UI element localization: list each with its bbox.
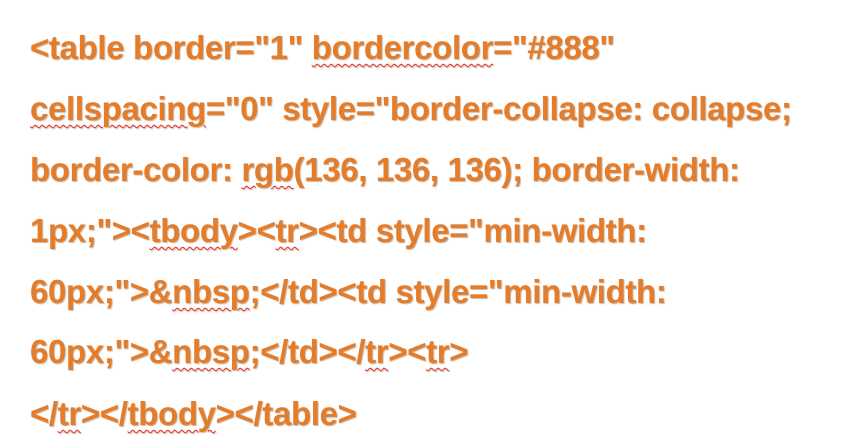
text-segment: 1px;">< [30,212,150,249]
text-line-6: 60px;">&nbsp;</td></tr><tr> [30,332,468,372]
text-segment: </ [30,395,58,432]
text-segment: > [449,333,469,370]
text-segment: ="0" style="border-collapse: collapse; [205,90,792,127]
spellcheck-flagged-word: tr [426,333,450,370]
text-segment: <table border="1" [30,29,312,66]
text-segment: >< [388,333,427,370]
text-line-7: </tr></tbody></table> [30,394,357,434]
text-segment: border-color: [30,151,242,188]
text-segment: 60px;">& [30,333,173,370]
text-segment: ;</td></ [249,333,366,370]
text-line-4: 1px;"><tbody><tr><td style="min-width: [30,211,647,251]
spellcheck-flagged-word: bordercolor [311,29,494,66]
spellcheck-flagged-word: rgb [241,151,294,188]
text-segment: (136, 136, 136); border-width: [293,151,740,188]
text-line-1: <table border="1" bordercolor="#888" [30,28,615,68]
text-line-3: border-color: rgb(136, 136, 136); border… [30,150,740,190]
spellcheck-flagged-word: nbsp [172,333,250,370]
text-segment: ></table> [215,395,357,432]
text-segment: ></ [80,395,128,432]
text-segment: ><td style="min-width: [298,212,647,249]
text-line-2: cellspacing="0" style="border-collapse: … [30,89,792,129]
spellcheck-flagged-word: tbody [149,212,238,249]
spellcheck-flagged-word: tr [365,333,389,370]
text-segment: ;</td><td style="min-width: [249,273,667,310]
spellcheck-flagged-word: tr [275,212,299,249]
text-segment: >< [237,212,276,249]
spellcheck-flagged-word: tr [57,395,81,432]
text-segment: 60px;">& [30,273,173,310]
spellcheck-flagged-word: tbody [127,395,216,432]
text-line-5: 60px;">&nbsp;</td><td style="min-width: [30,272,667,312]
text-segment: ="#888" [493,29,615,66]
spellcheck-flagged-word: cellspacing [30,90,206,127]
spellcheck-flagged-word: nbsp [172,273,250,310]
